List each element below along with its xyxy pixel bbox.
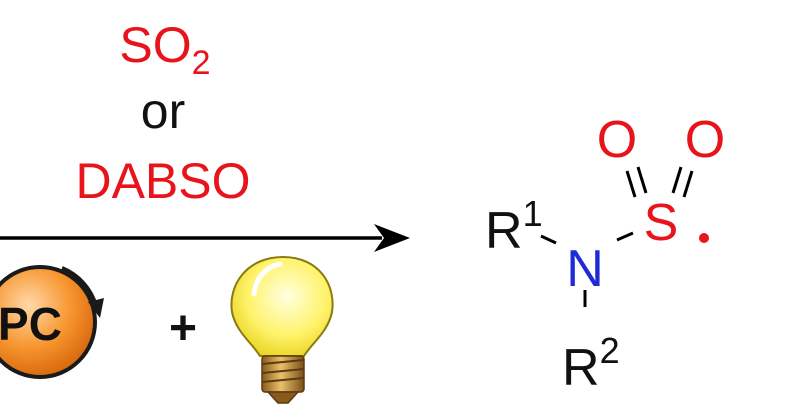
reaction-arrow: [0, 224, 410, 252]
bond-n-s: [616, 231, 634, 242]
nitrogen-atom: N: [566, 240, 604, 298]
bond-s-o-right-b: [682, 170, 694, 198]
oxygen-right-atom: O: [685, 111, 725, 169]
bond-s-o-right-a: [671, 166, 683, 194]
dabso-label: DABSO: [75, 153, 250, 209]
bond-s-o-left-a: [625, 170, 637, 198]
radical-dot: [699, 233, 709, 243]
sulfur-atom: S: [644, 194, 679, 252]
so2-label: SO2: [119, 17, 210, 82]
r2-superscript: 2: [600, 330, 620, 371]
bond-s-o-left-b: [636, 166, 648, 194]
so2-base: SO: [119, 17, 191, 73]
light-bulb-icon: [230, 255, 334, 404]
sulfamoyl-radical-structure: R1 N S O O R2: [485, 111, 725, 397]
plus-sign: +: [169, 302, 197, 355]
r1-label: R: [485, 202, 523, 260]
so2-subscript: 2: [192, 44, 211, 82]
r1-group: R1: [485, 193, 543, 260]
bond-r1-n: [540, 234, 557, 245]
oxygen-left-atom: O: [597, 111, 637, 169]
r1-superscript: 1: [523, 193, 543, 234]
photocatalyst-icon: PC: [0, 265, 104, 379]
r2-group: R2: [562, 330, 620, 397]
photocatalyst-label: PC: [0, 298, 62, 350]
or-label: or: [141, 83, 185, 139]
r2-label: R: [562, 339, 600, 397]
